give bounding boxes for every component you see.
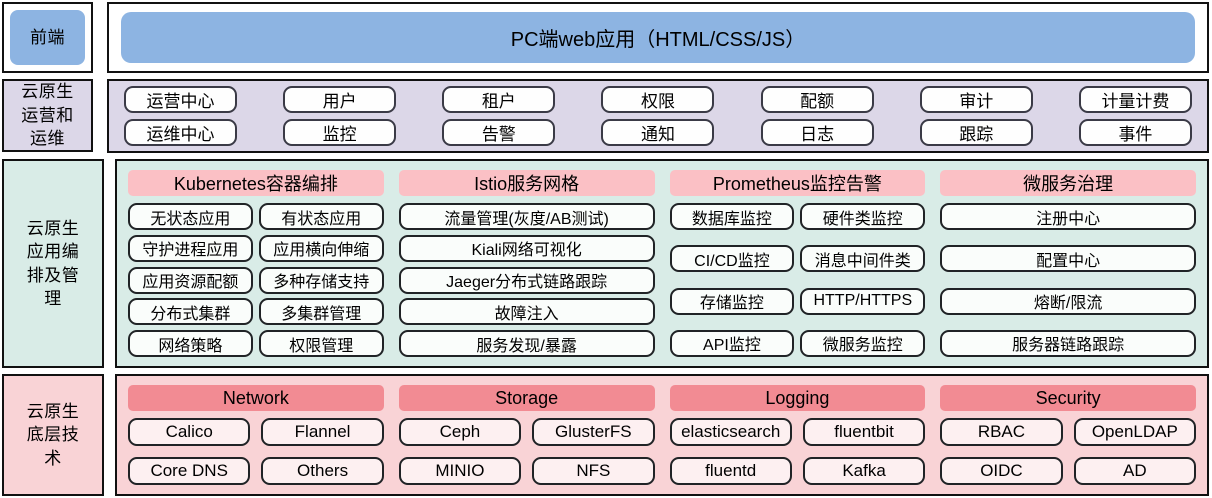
ms-box-registry-center: 注册中心 xyxy=(940,203,1196,230)
logging-box-fluentd: fluentd xyxy=(669,457,792,485)
ms-box-config-center: 配置中心 xyxy=(940,245,1196,273)
storage-box-nfs: NFS xyxy=(532,457,655,485)
istio-box-traffic-mgmt: 流量管理(灰度/AB测试) xyxy=(398,203,655,230)
network-column-header: Network xyxy=(128,385,384,411)
ops-row-2: 运维中心 监控 告警 通知 日志 跟踪 事件 xyxy=(109,118,1207,146)
network-box-calico: Calico xyxy=(128,418,251,446)
network-box-coredns: Core DNS xyxy=(128,457,251,485)
security-box-openldap: OpenLDAP xyxy=(1073,418,1196,446)
ops-pill-permissions: 权限 xyxy=(601,86,715,114)
security-box-rbac: RBAC xyxy=(940,418,1063,446)
storage-box-glusterfs: GlusterFS xyxy=(532,418,655,446)
storage-box-ceph: Ceph xyxy=(398,418,522,446)
storage-box-minio: MINIO xyxy=(398,457,522,485)
security-box-ad: AD xyxy=(1073,457,1196,485)
k8s-box-permission-mgmt: 权限管理 xyxy=(258,330,384,357)
microservice-column-body: 注册中心 配置中心 熔断/限流 服务器链路跟踪 xyxy=(940,203,1196,357)
security-column-body: RBAC OpenLDAP OIDC AD xyxy=(940,418,1196,485)
security-column-header: Security xyxy=(940,385,1196,411)
ops-pill-users: 用户 xyxy=(283,86,397,114)
network-box-flannel: Flannel xyxy=(261,418,384,446)
prom-box-database-monitoring: 数据库监控 xyxy=(669,203,795,230)
prometheus-column-header: Prometheus监控告警 xyxy=(669,170,926,196)
prometheus-column-body: 数据库监控 硬件类监控 CI/CD监控 消息中间件类 存储监控 HTTP/HTT… xyxy=(669,203,926,357)
ops-pill-tenants: 租户 xyxy=(442,86,556,114)
k8s-box-multi-cluster: 多集群管理 xyxy=(258,298,384,326)
istio-box-service-discovery: 服务发现/暴露 xyxy=(398,330,655,357)
ms-box-server-link-tracing: 服务器链路跟踪 xyxy=(940,329,1196,357)
ops-pill-notification: 通知 xyxy=(601,118,715,146)
ms-box-circuit-breaker: 熔断/限流 xyxy=(940,287,1196,315)
ops-row-1: 运营中心 用户 租户 权限 配额 审计 计量计费 xyxy=(109,86,1207,114)
network-box-others: Others xyxy=(261,457,384,485)
prom-box-message-middleware: 消息中间件类 xyxy=(800,245,926,273)
prom-box-http-https: HTTP/HTTPS xyxy=(800,287,926,315)
ops-rail-label: 云原生运营和运维 xyxy=(2,79,93,152)
logging-column-body: elasticsearch fluentbit fluentd Kafka xyxy=(669,418,926,485)
logging-column-header: Logging xyxy=(669,385,926,411)
security-box-oidc: OIDC xyxy=(940,457,1063,485)
frontend-rail-label-box: 前端 xyxy=(2,2,93,73)
pc-web-app-box: PC端web应用（HTML/CSS/JS） xyxy=(121,12,1195,63)
security-column: Security RBAC OpenLDAP OIDC AD xyxy=(940,385,1196,485)
ops-pill-audit: 审计 xyxy=(919,86,1033,114)
kubernetes-column-header: Kubernetes容器编排 xyxy=(128,170,384,196)
k8s-box-stateful-app: 有状态应用 xyxy=(258,203,384,230)
ops-pill-alerting: 告警 xyxy=(442,118,556,146)
prom-box-microservice-monitoring: 微服务监控 xyxy=(800,329,926,357)
ops-pill-tracing: 跟踪 xyxy=(919,118,1033,146)
logging-box-fluentbit: fluentbit xyxy=(802,418,926,446)
logging-box-kafka: Kafka xyxy=(802,457,926,485)
prom-box-hardware-monitoring: 硬件类监控 xyxy=(800,203,926,230)
k8s-box-horizontal-scaling: 应用横向伸缩 xyxy=(258,234,384,262)
istio-box-fault-injection: 故障注入 xyxy=(398,298,655,326)
ops-pill-maintenance-center: 运维中心 xyxy=(124,118,237,146)
k8s-box-resource-quota: 应用资源配额 xyxy=(128,266,253,294)
ops-pill-quota: 配额 xyxy=(760,86,874,114)
logging-box-elasticsearch: elasticsearch xyxy=(669,418,792,446)
istio-column-header: Istio服务网格 xyxy=(398,170,655,196)
storage-column-header: Storage xyxy=(398,385,655,411)
istio-column-body: 流量管理(灰度/AB测试) Kiali网络可视化 Jaeger分布式链路跟踪 故… xyxy=(398,203,655,357)
prom-box-storage-monitoring: 存储监控 xyxy=(669,287,795,315)
k8s-box-stateless-app: 无状态应用 xyxy=(128,203,253,230)
prom-box-api-monitoring: API监控 xyxy=(669,329,795,357)
k8s-box-distributed-cluster: 分布式集群 xyxy=(128,298,253,326)
k8s-box-multi-storage: 多种存储支持 xyxy=(258,266,384,294)
microservice-column-header: 微服务治理 xyxy=(940,170,1196,196)
k8s-box-daemon-app: 守护进程应用 xyxy=(128,234,253,262)
istio-box-jaeger: Jaeger分布式链路跟踪 xyxy=(398,266,655,294)
kubernetes-column-body: 无状态应用 有状态应用 守护进程应用 应用横向伸缩 应用资源配额 多种存储支持 … xyxy=(128,203,384,357)
microservice-column: 微服务治理 注册中心 配置中心 熔断/限流 服务器链路跟踪 xyxy=(940,170,1196,357)
istio-column: Istio服务网格 流量管理(灰度/AB测试) Kiali网络可视化 Jaege… xyxy=(398,170,655,357)
frontend-section: PC端web应用（HTML/CSS/JS） xyxy=(107,2,1209,73)
frontend-rail-label: 前端 xyxy=(10,10,85,65)
ops-pill-operation-center: 运营中心 xyxy=(124,86,237,114)
storage-column-body: Ceph GlusterFS MINIO NFS xyxy=(398,418,655,485)
logging-column: Logging elasticsearch fluentbit fluentd … xyxy=(669,385,926,485)
infra-section: Network Calico Flannel Core DNS Others S… xyxy=(115,374,1209,496)
ops-section: 运营中心 用户 租户 权限 配额 审计 计量计费 运维中心 监控 告警 通知 日… xyxy=(107,79,1209,153)
network-column-body: Calico Flannel Core DNS Others xyxy=(128,418,384,485)
ops-pill-events: 事件 xyxy=(1078,118,1192,146)
kubernetes-column: Kubernetes容器编排 无状态应用 有状态应用 守护进程应用 应用横向伸缩… xyxy=(128,170,384,357)
ops-pill-metering: 计量计费 xyxy=(1078,86,1192,114)
infra-rail-label: 云原生底层技术 xyxy=(2,374,104,496)
network-column: Network Calico Flannel Core DNS Others xyxy=(128,385,384,485)
ops-pill-monitoring: 监控 xyxy=(283,118,397,146)
prometheus-column: Prometheus监控告警 数据库监控 硬件类监控 CI/CD监控 消息中间件… xyxy=(669,170,926,357)
orchestration-section: Kubernetes容器编排 无状态应用 有状态应用 守护进程应用 应用横向伸缩… xyxy=(115,159,1209,368)
prom-box-cicd-monitoring: CI/CD监控 xyxy=(669,245,795,273)
storage-column: Storage Ceph GlusterFS MINIO NFS xyxy=(398,385,655,485)
orchestration-rail-label: 云原生应用编排及管理 xyxy=(2,159,104,368)
ops-pill-logs: 日志 xyxy=(760,118,874,146)
k8s-box-network-policy: 网络策略 xyxy=(128,330,253,357)
istio-box-kiali: Kiali网络可视化 xyxy=(398,234,655,262)
